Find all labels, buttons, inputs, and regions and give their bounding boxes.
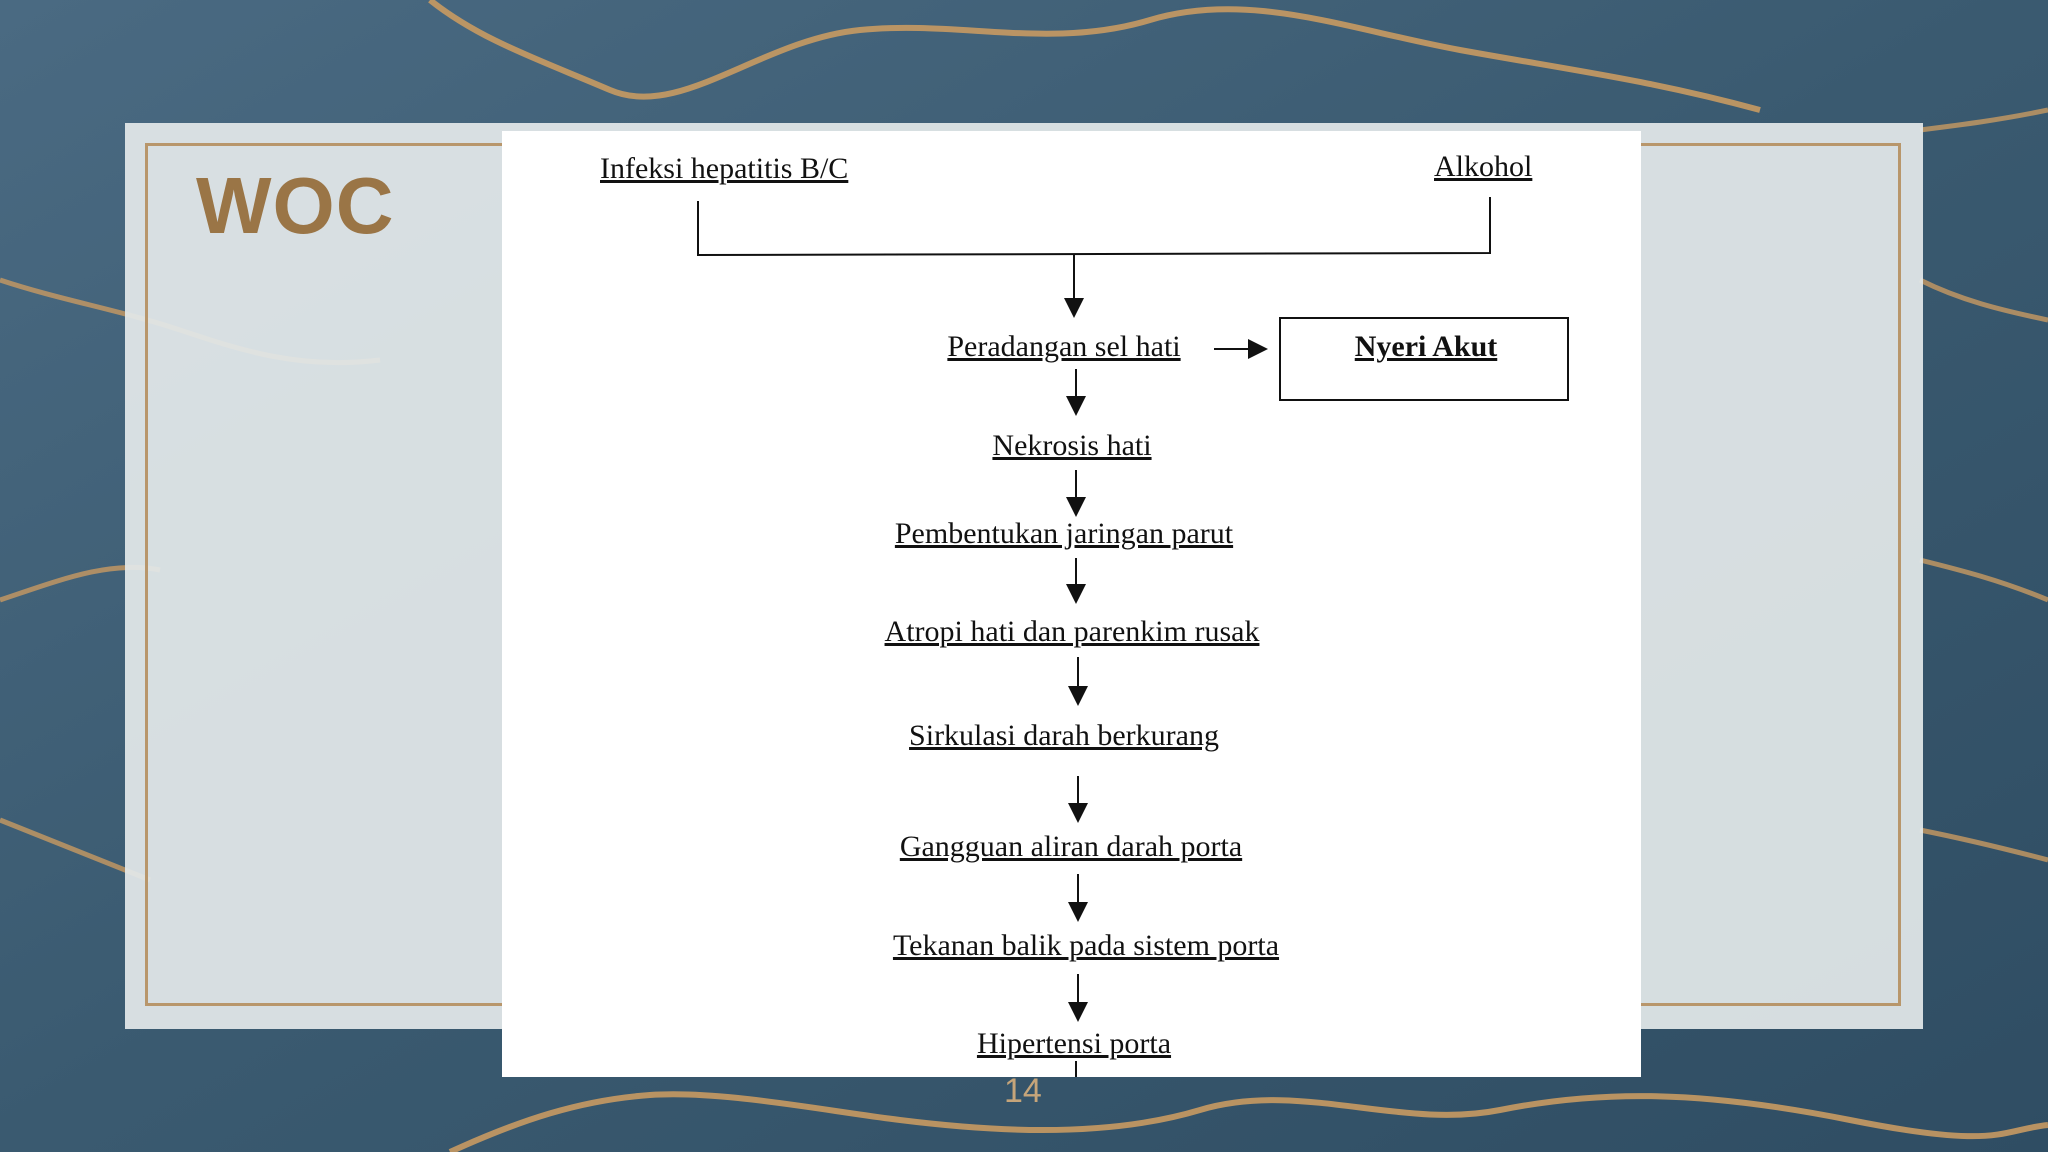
nyeri-akut-label: Nyeri Akut	[1355, 330, 1498, 363]
gold-vein	[1918, 277, 2048, 323]
input-alkohol: Alkohol	[1434, 150, 1532, 183]
input-hepatitis: Infeksi hepatitis B/C	[600, 152, 848, 185]
merge-connector	[697, 197, 1491, 257]
gold-vein	[1919, 827, 2048, 863]
woc-diagram-panel: Infeksi hepatitis B/C Alkohol Peradangan…	[502, 131, 1641, 1077]
nyeri-akut-box	[1279, 317, 1569, 401]
woc-flowchart: Infeksi hepatitis B/C Alkohol Peradangan…	[600, 150, 1569, 1077]
step-sirkulasi: Sirkulasi darah berkurang	[909, 719, 1219, 752]
step-gangguan: Gangguan aliran darah porta	[900, 830, 1242, 863]
step-atropi: Atropi hati dan parenkim rusak	[885, 615, 1260, 648]
step-jaringan-parut: Pembentukan jaringan parut	[895, 517, 1234, 550]
step-tekanan-balik: Tekanan balik pada sistem porta	[893, 929, 1279, 962]
gold-vein	[428, 0, 1761, 113]
step-nekrosis: Nekrosis hati	[992, 429, 1151, 462]
step-hipertensi: Hipertensi porta	[977, 1027, 1171, 1060]
gold-vein	[1919, 107, 2048, 133]
slide-title: WOC	[196, 161, 395, 250]
gold-vein	[1919, 557, 2048, 603]
page-number: 14	[1004, 1072, 1042, 1110]
step-peradangan: Peradangan sel hati	[947, 330, 1180, 363]
gold-vein	[448, 1091, 2048, 1152]
